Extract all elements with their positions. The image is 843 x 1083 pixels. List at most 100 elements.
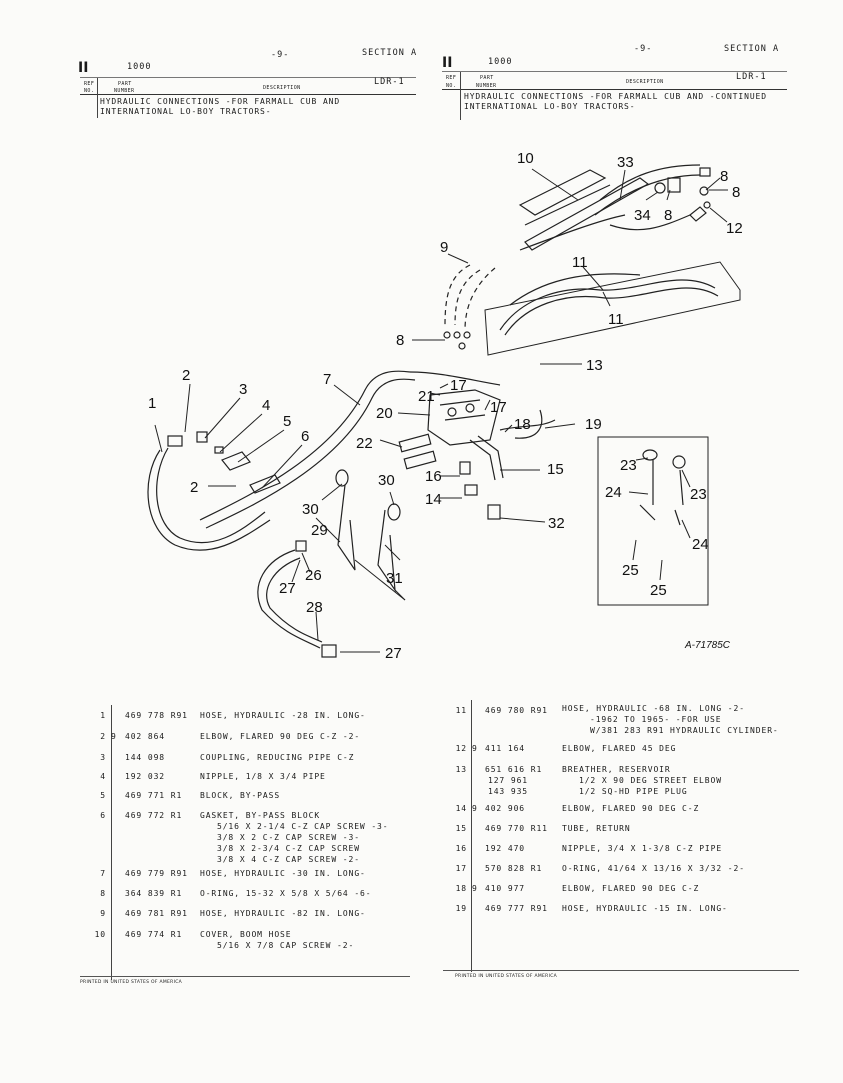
right-code: LDR-1 [736, 72, 767, 82]
upper-fittings [654, 167, 711, 222]
ref-number: 17 [455, 864, 467, 873]
boom-hose-cover [518, 169, 650, 251]
callout-9: 9 [440, 239, 448, 256]
callout-27: 27 [279, 580, 296, 597]
callout-2: 2 [182, 367, 190, 384]
footer-left: PRINTED IN UNITED STATES OF AMERICA [80, 980, 183, 985]
ih-logo-right: II [442, 55, 453, 71]
part-number-line: 143 935 [488, 787, 529, 796]
left-title-line-1: HYDRAULIC CONNECTIONS -FOR FARMALL CUB A… [100, 97, 341, 106]
callout-29: 29 [311, 522, 328, 539]
ref-number: 7 [100, 869, 106, 878]
part-description: NIPPLE, 1/8 X 3/4 PIPE [200, 772, 326, 781]
right-ref-label-2: NO. [446, 83, 457, 89]
part-description: HOSE, HYDRAULIC -82 IN. LONG- [200, 909, 366, 918]
desc-line: W/381 283 R91 HYDRAULIC CYLINDER- [590, 726, 779, 735]
desc-line: 5/16 X 7/8 CAP SCREW -2- [217, 941, 355, 950]
callout-1: 1 [148, 395, 156, 412]
right-part-label: PART [480, 75, 494, 81]
left-group-number: 1000 [127, 62, 152, 72]
right-section: SECTION A [724, 44, 780, 54]
callout-12: 12 [726, 220, 743, 237]
part-number: 469 780 R91 [485, 706, 548, 715]
part-number: 469 770 R11 [485, 824, 548, 833]
callout-13: 13 [586, 357, 603, 374]
hose-ends [443, 331, 471, 350]
part-description: HOSE, HYDRAULIC -15 IN. LONG- [562, 904, 728, 913]
callout-3: 3 [239, 381, 247, 398]
right-desc-label: DESCRIPTION [626, 79, 664, 85]
part-number: 469 779 R91 [125, 869, 188, 878]
part-description: COVER, BOOM HOSE 5/16 X 7/8 CAP SCREW -2… [200, 929, 354, 951]
part-number: 469 774 R1 [125, 930, 183, 939]
desc-line: 3/8 X 2 C-Z CAP SCREW -3- [217, 833, 360, 842]
hose-82-in-dashed [444, 264, 496, 331]
upper-hose-bundle [519, 164, 701, 251]
pipe-nipple [214, 446, 224, 454]
ih-logo-left: II [78, 60, 89, 76]
part-description: ELBOW, FLARED 90 DEG C-Z [562, 804, 700, 813]
figure-id: A-71785C [684, 640, 731, 651]
right-title-line-2: INTERNATIONAL LO-BOY TRACTORS- [464, 102, 636, 111]
part-description: GASKET, BY-PASS BLOCK 5/16 X 2-1/4 C-Z C… [200, 810, 389, 865]
desc-line: COVER, BOOM HOSE [200, 930, 292, 939]
part-number: 192 470 [485, 844, 526, 853]
callout-14: 14 [425, 491, 442, 508]
part-number: 469 772 R1 [125, 811, 183, 820]
part-description: O-RING, 41/64 X 13/16 X 3/32 -2- [562, 864, 745, 873]
part-number: 402 864 [125, 732, 166, 741]
part-number-line: 127 961 [488, 776, 529, 785]
callout-4: 4 [262, 397, 270, 414]
ref-number: 10 [94, 930, 106, 939]
desc-line: 1/2 X 90 DEG STREET ELBOW [579, 776, 722, 785]
callout-23: 23 [620, 457, 637, 474]
right-ref-label: REF [446, 75, 457, 81]
return-tube [469, 439, 496, 481]
ref-number: 13 [455, 765, 467, 774]
part-number: 410 977 [485, 884, 526, 893]
ref-number: 1 [100, 711, 106, 720]
desc-line: BREATHER, RESERVOIR [562, 765, 671, 774]
part-number: 469 781 R91 [125, 909, 188, 918]
part-number: 364 839 R1 [125, 889, 183, 898]
callout-11: 11 [572, 254, 588, 271]
left-title-line-2: INTERNATIONAL LO-BOY TRACTORS- [100, 107, 272, 116]
hose-15-in [499, 419, 556, 431]
left-ref-label-2: NO. [84, 88, 95, 94]
desc-line: -1962 TO 1965- -FOR USE [590, 715, 722, 724]
control-levers [335, 433, 437, 593]
part-description: HOSE, HYDRAULIC -68 IN. LONG -2- -1962 T… [562, 703, 779, 736]
callout-5: 5 [283, 413, 291, 430]
part-description: BREATHER, RESERVOIR 1/2 X 90 DEG STREET … [562, 764, 722, 797]
part-description: ELBOW, FLARED 90 DEG C-Z [562, 884, 700, 893]
ref-number: 15 [455, 824, 467, 833]
callout-17: 17 [450, 377, 467, 394]
ref-number: 18 [455, 884, 467, 893]
part-prefix: 9 [111, 732, 117, 741]
right-page-number: -9- [634, 44, 653, 54]
part-number: 144 098 [125, 753, 166, 762]
callout-21: 21 [418, 388, 435, 405]
desc-line: 3/8 X 2-3/4 C-Z CAP SCREW [217, 844, 360, 853]
right-group-number: 1000 [488, 57, 513, 67]
part-description: BLOCK, BY-PASS [200, 791, 281, 800]
part-prefix: 9 [472, 804, 478, 813]
callout-28: 28 [306, 599, 323, 616]
callout-24: 24 [605, 484, 622, 501]
ref-number: 2 [100, 732, 106, 741]
desc-line: 5/16 X 2-1/4 C-Z CAP SCREW -3- [217, 822, 389, 831]
desc-line: 3/8 X 4 C-Z CAP SCREW -2- [217, 855, 360, 864]
callout-8: 8 [720, 168, 728, 185]
callout-33: 33 [617, 154, 634, 171]
part-description: O-RING, 15-32 X 5/8 X 5/64 -6- [200, 889, 372, 898]
desc-line: GASKET, BY-PASS BLOCK [200, 811, 321, 820]
control-valve [427, 389, 501, 446]
part-description: HOSE, HYDRAULIC -30 IN. LONG- [200, 869, 366, 878]
callout-32: 32 [548, 515, 565, 532]
callout-15: 15 [547, 461, 564, 478]
ref-number: 12 [455, 744, 467, 753]
callout-8: 8 [732, 184, 740, 201]
right-part-label-2: NUMBER [476, 83, 497, 89]
ref-number: 5 [100, 791, 106, 800]
callout-30: 30 [378, 472, 395, 489]
